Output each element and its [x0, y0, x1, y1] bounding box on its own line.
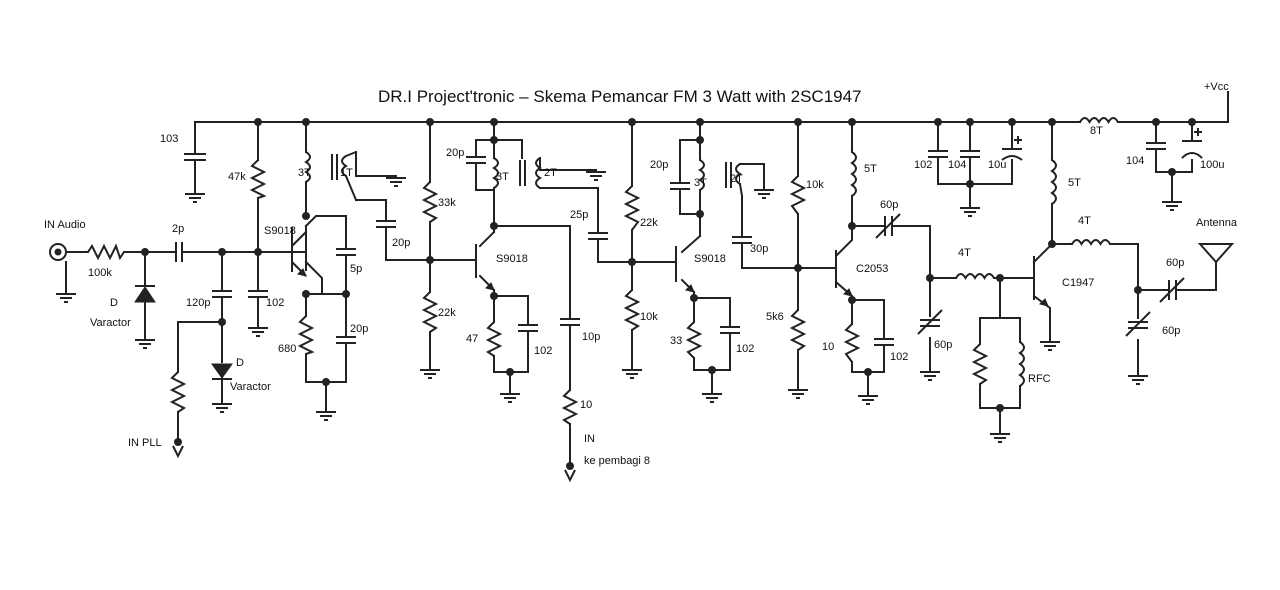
- polarity-marks: [1014, 128, 1202, 144]
- label-c-20p-b: 20p: [392, 237, 410, 249]
- label-l-5t-a: 5T: [864, 163, 877, 175]
- varactor-diodes: [134, 285, 233, 380]
- label-c-10p: 10p: [582, 331, 600, 343]
- wires: [65, 91, 1229, 465]
- label-q3: S9018: [694, 253, 726, 265]
- label-r-47k: 47k: [228, 171, 246, 183]
- label-t2-2t: 2T: [544, 167, 557, 179]
- label-r-22k-b: 22k: [640, 217, 658, 229]
- label-c-102-e: 102: [914, 159, 932, 171]
- label-antenna: Antenna: [1196, 217, 1238, 229]
- label-r-33: 33: [670, 335, 682, 347]
- label-t1-3t: 3T: [298, 167, 311, 179]
- label-c-60p-a: 60p: [880, 199, 898, 211]
- in-audio-label: IN Audio: [44, 219, 86, 231]
- label-c-104-b: 104: [1126, 155, 1144, 167]
- vcc-label: +Vcc: [1204, 81, 1229, 93]
- capacitors: [175, 140, 1203, 346]
- label-d1-varactor: Varactor: [90, 317, 131, 329]
- resistor-10k-a: [623, 289, 641, 331]
- connectors: [49, 243, 1235, 483]
- label-t3-3t: 3T: [694, 177, 707, 189]
- ground-symbols: [55, 171, 1183, 443]
- label-r-10-b: 10: [822, 341, 834, 353]
- label-c-103: 103: [160, 133, 178, 145]
- label-c-104-a: 104: [948, 159, 966, 171]
- resistor-in-pll: [169, 371, 187, 413]
- resistor-rfc-shunt: [971, 343, 989, 385]
- label-r-22k-a: 22k: [438, 307, 456, 319]
- label-t3-2t: 2T: [730, 173, 743, 185]
- label-c-30p: 30p: [750, 243, 768, 255]
- schematic-title: DR.I Project'tronic – Skema Pemancar FM …: [378, 87, 862, 106]
- label-l-4t-a: 4T: [958, 247, 971, 259]
- label-q4: C2053: [856, 263, 888, 275]
- junctions: [141, 118, 1196, 412]
- label-in-div: IN: [584, 433, 595, 445]
- label-c-2p: 2p: [172, 223, 184, 235]
- resistor-22k-a: [421, 291, 439, 333]
- labels: DR.I Project'tronic – Skema Pemancar FM …: [44, 81, 1238, 467]
- label-d2-varactor: Varactor: [230, 381, 271, 393]
- label-ke-pembagi: ke pembagi 8: [584, 455, 650, 467]
- resistor-100k: [87, 243, 125, 261]
- label-c-20p-c: 20p: [446, 147, 464, 159]
- label-r-33k: 33k: [438, 197, 456, 209]
- label-c-60p-d: 60p: [1162, 325, 1180, 337]
- inductors: [304, 117, 1119, 387]
- resistor-10: [561, 389, 579, 425]
- label-c-60p-c: 60p: [1166, 257, 1184, 269]
- label-c-102-b: 102: [534, 345, 552, 357]
- label-r-5k6: 5k6: [766, 311, 784, 323]
- label-d2-d: D: [236, 357, 244, 369]
- label-t1-1t: 1T: [340, 167, 353, 179]
- label-c-102-a: 102: [266, 297, 284, 309]
- label-r-680: 680: [278, 343, 296, 355]
- transistors: [291, 227, 1049, 307]
- label-c-60p-b: 60p: [934, 339, 952, 351]
- audio-input-jack: [49, 243, 67, 261]
- resistor-5k6: [789, 309, 807, 351]
- label-c-5p: 5p: [350, 263, 362, 275]
- label-c-20p-a: 20p: [350, 323, 368, 335]
- in-pll-label: IN PLL: [128, 437, 162, 449]
- resistor-33: [685, 321, 703, 359]
- label-d1-d: D: [110, 297, 118, 309]
- label-c-10u: 10u: [988, 159, 1006, 171]
- label-r-100k: 100k: [88, 267, 112, 279]
- resistor-47k: [249, 159, 267, 199]
- label-r-10: 10: [580, 399, 592, 411]
- label-q5: C1947: [1062, 277, 1094, 289]
- label-l-4t-b: 4T: [1078, 215, 1091, 227]
- label-q2: S9018: [496, 253, 528, 265]
- label-l-5t-b: 5T: [1068, 177, 1081, 189]
- label-c-120p: 120p: [186, 297, 210, 309]
- resistors: [87, 159, 989, 425]
- resistor-680: [297, 315, 315, 355]
- resistor-33k: [421, 181, 439, 223]
- label-rfc: RFC: [1028, 373, 1051, 385]
- label-q1: S9018: [264, 225, 296, 237]
- resistor-10-b: [843, 323, 861, 363]
- label-c-100u: 100u: [1200, 159, 1224, 171]
- label-c-102-d: 102: [890, 351, 908, 363]
- label-t2-3t: 3T: [496, 171, 509, 183]
- label-c-25p: 25p: [570, 209, 588, 221]
- resistor-10k-b: [789, 175, 807, 215]
- label-l-8t: 8T: [1090, 125, 1103, 137]
- label-c-20p-d: 20p: [650, 159, 668, 171]
- resistor-22k-b: [623, 185, 641, 231]
- label-r-10k-a: 10k: [640, 311, 658, 323]
- label-r-10k-b: 10k: [806, 179, 824, 191]
- antenna-icon: [1197, 243, 1235, 264]
- label-c-102-c: 102: [736, 343, 754, 355]
- label-r-47: 47: [466, 333, 478, 345]
- resistor-47: [485, 321, 503, 357]
